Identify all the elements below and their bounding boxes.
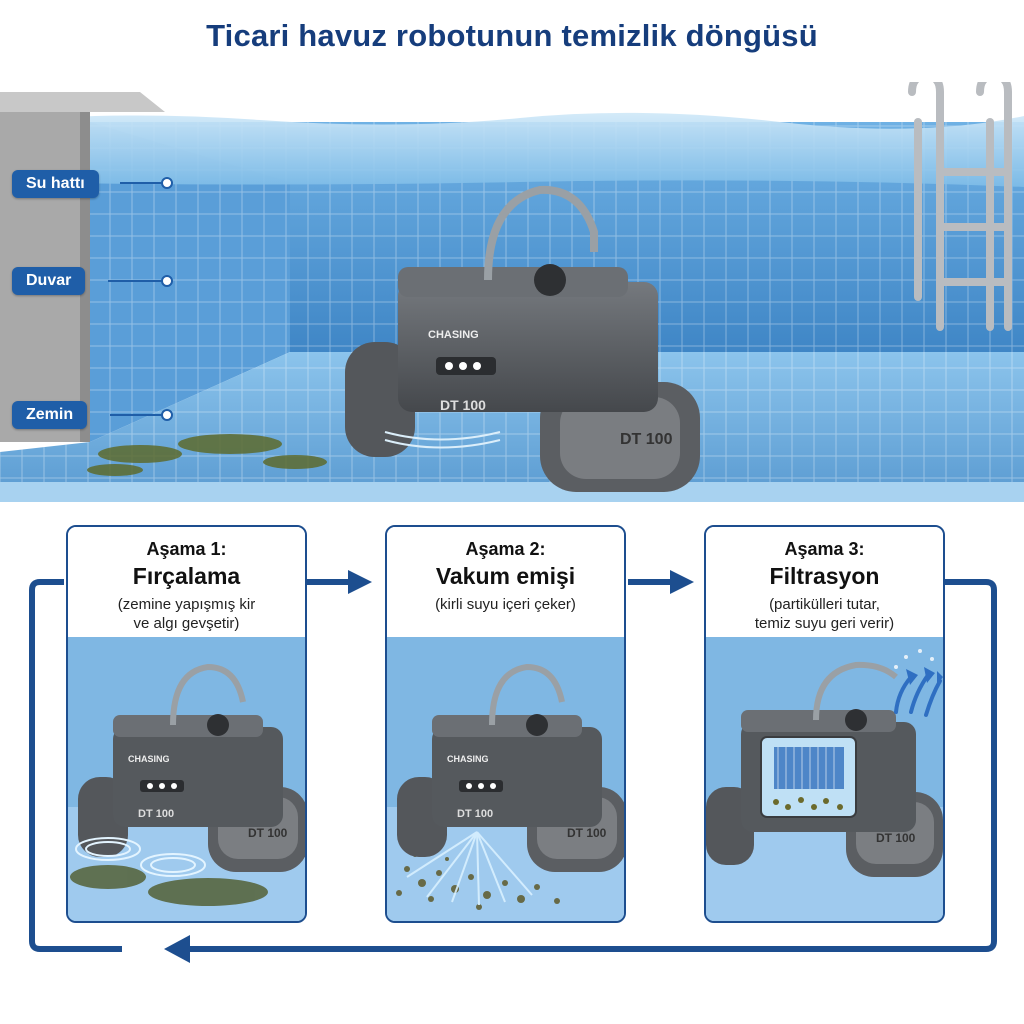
stage-name: Vakum emişi	[435, 563, 576, 589]
cycle-arrows	[29, 570, 997, 963]
stage-step: Aşama 1:	[146, 539, 227, 559]
stage-name: Filtrasyon	[769, 563, 880, 589]
robot-model: DT 100	[440, 397, 486, 413]
robot-brand: CHASING	[447, 754, 489, 764]
robot-model-side: DT 100	[567, 826, 607, 840]
label-wall: Duvar	[12, 267, 86, 295]
stage-step: Aşama 2:	[465, 539, 546, 559]
stage-name: Fırçalama	[132, 563, 241, 589]
robot-hero: CHASING DT 100 DT 100	[345, 185, 700, 492]
stage-panel-3: Aşama 3: Filtrasyon (partikülleri tutar,…	[704, 525, 945, 923]
page-title: Ticari havuz robotunun temizlik döngüsü	[206, 18, 818, 53]
label-floor: Zemin	[12, 401, 88, 429]
stage-desc-line: (zemine yapışmış kir	[117, 596, 256, 613]
stage-panel-1: Aşama 1: Fırçalama (zemine yapışmış kir …	[66, 525, 307, 923]
label-water-line: Su hattı	[12, 170, 99, 198]
robot-model: DT 100	[457, 808, 493, 820]
stage-desc-line: temiz suyu geri verir)	[754, 615, 895, 632]
robot-model: DT 100	[138, 808, 174, 820]
stage-panel-2: Aşama 2: Vakum emişi (kirli suyu içeri ç…	[385, 525, 626, 923]
stage-3-illustration: DT 100	[706, 637, 943, 921]
robot-brand: CHASING	[128, 754, 170, 764]
robot-model-side: DT 100	[248, 826, 288, 840]
ladder-icon	[908, 82, 1012, 331]
robot-model-side: DT 100	[876, 831, 916, 845]
pool-scene: CHASING DT 100 DT 100	[0, 82, 1024, 502]
stage-desc-line: ve algı gevşetir)	[133, 615, 240, 632]
robot-brand: CHASING	[428, 329, 479, 341]
stage-2-illustration: CHASING DT 100 DT 100	[387, 637, 624, 921]
stage-step: Aşama 3:	[784, 539, 865, 559]
stage-desc-line: (partikülleri tutar,	[769, 596, 880, 613]
stage-1-illustration: CHASING DT 100 DT 100	[68, 637, 305, 921]
robot-model-side: DT 100	[620, 431, 673, 448]
stage-desc-line: (kirli suyu içeri çeker)	[435, 596, 576, 613]
